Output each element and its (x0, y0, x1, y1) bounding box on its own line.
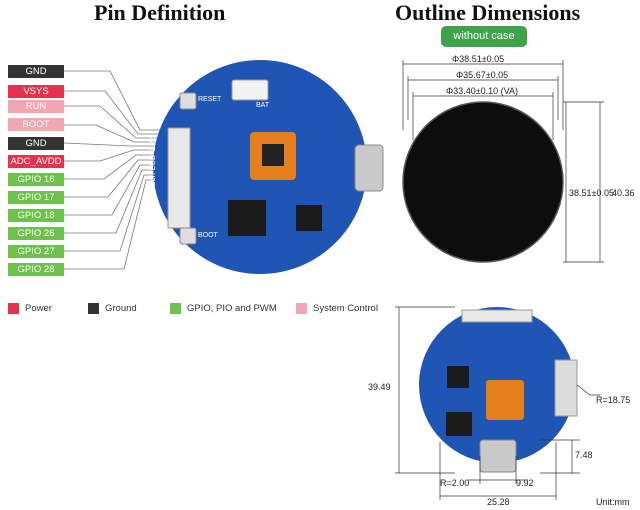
touch-ic (262, 144, 284, 166)
usb-c-bottom (479, 439, 517, 473)
pin-label: GND (8, 137, 64, 150)
without-case-badge: without case (441, 26, 527, 47)
pin-label: GPIO 27 (8, 245, 64, 258)
boot-button (179, 227, 197, 245)
pin-label: VSYS (8, 85, 64, 98)
dim-d2: Φ35.67±0.05 (456, 70, 509, 80)
dim-r1: R=18.75 (596, 395, 631, 405)
display-outline-view (402, 60, 604, 263)
pin-label: ADC_AVDD (8, 155, 64, 168)
board-bottom-view (395, 306, 600, 500)
pin-label: GPIO 28 (8, 263, 64, 276)
dim-side2: 40.36 (612, 188, 635, 198)
boot-silk-label: BOOT (198, 232, 218, 239)
pin-label: GPIO 17 (8, 191, 64, 204)
legend-item: GPIO, PIO and PWM (170, 303, 277, 314)
outline-dimensions-title: Outline Dimensions (395, 0, 581, 25)
legend-item: Ground (88, 303, 137, 314)
pin-label: GPIO 16 (8, 173, 64, 186)
legend-swatch (8, 303, 19, 314)
legend-label: GPIO, PIO and PWM (187, 303, 277, 314)
pin-label: RUN (8, 100, 64, 113)
battery-socket (554, 359, 578, 417)
legend-label: Ground (105, 303, 137, 314)
dim-h2: 7.48 (575, 450, 593, 460)
pin-definition-title: Pin Definition (94, 0, 226, 25)
flash-chip (296, 205, 322, 231)
board-top-view (153, 60, 384, 274)
legend-swatch (296, 303, 307, 314)
fpc-connector-bottom (461, 309, 533, 323)
rp2350-bottom (447, 366, 469, 388)
reset-silk-label: RESET (198, 96, 222, 103)
dim-height: 39.49 (368, 382, 391, 392)
legend-item: System Control (296, 303, 378, 314)
fpc-connector (167, 127, 191, 229)
battery-connector (231, 79, 269, 101)
pin-label: BOOT (8, 118, 64, 131)
legend-swatch (170, 303, 181, 314)
dim-d3: Φ33.40±0.10 (VA) (446, 86, 518, 96)
unit-label: Unit:mm (596, 497, 630, 507)
dim-r2: R=2.00 (440, 478, 470, 488)
board-label: RP2350-Touch-LCD-1.28 (148, 136, 157, 226)
dim-d1: Φ38.51±0.05 (452, 54, 505, 64)
legend-label: System Control (313, 303, 378, 314)
legend-item: Power (8, 303, 52, 314)
flash-bottom (446, 412, 472, 436)
orange-chip-bottom (486, 380, 524, 420)
dim-side1: 38.51±0.05 (569, 188, 614, 198)
legend-label: Power (25, 303, 52, 314)
dim-w2: 25.28 (487, 497, 510, 507)
usb-c-connector (354, 144, 384, 192)
dim-w1: 9.92 (516, 478, 534, 488)
display-circle (402, 101, 564, 263)
rp2350-chip (228, 200, 266, 236)
legend-swatch (88, 303, 99, 314)
pin-label: GPIO 18 (8, 209, 64, 222)
pin-label: GPIO 26 (8, 227, 64, 240)
reset-button (179, 92, 197, 110)
pin-label: GND (8, 65, 64, 78)
bat-silk-label: BAT (256, 102, 270, 109)
